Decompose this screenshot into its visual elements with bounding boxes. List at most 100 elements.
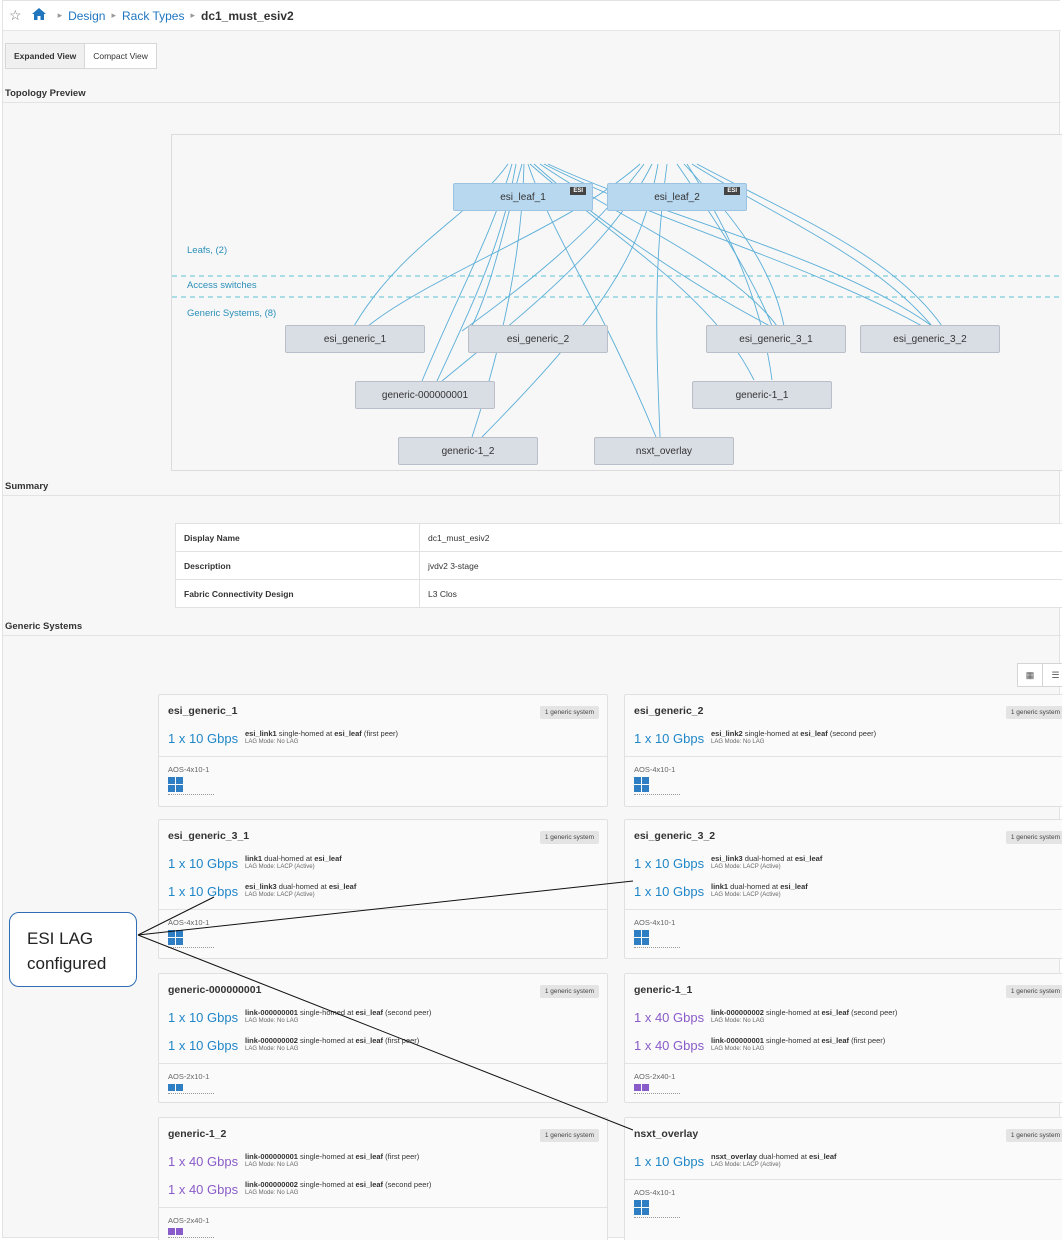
card-title: esi_generic_2 bbox=[634, 705, 704, 717]
chevron-right-icon: ▸ bbox=[111, 10, 116, 20]
generic-node[interactable]: esi_generic_3_1 bbox=[706, 325, 846, 353]
link-speed: 1 x 10 Gbps bbox=[168, 884, 239, 899]
link-homing: single-homed at bbox=[276, 729, 335, 738]
port-map-icon[interactable] bbox=[634, 930, 649, 945]
port-cell bbox=[168, 930, 175, 937]
port-cell bbox=[634, 785, 641, 792]
list-icon[interactable]: ☰ bbox=[1043, 663, 1062, 687]
port-cell bbox=[168, 938, 175, 945]
port-map-icon[interactable] bbox=[168, 777, 183, 792]
link-target: esi_leaf bbox=[355, 1008, 384, 1017]
leaf-node[interactable]: esi_leaf_1 ESI bbox=[453, 183, 593, 211]
link-speed: 1 x 10 Gbps bbox=[634, 884, 705, 899]
generic-node[interactable]: esi_generic_1 bbox=[285, 325, 425, 353]
link-target: esi_leaf bbox=[821, 1036, 850, 1045]
generic-node[interactable]: generic-1_2 bbox=[398, 437, 538, 465]
view-toggle: ▦ ☰ bbox=[1017, 663, 1062, 687]
card-footer: AOS-4x10-1 bbox=[625, 756, 1062, 801]
leaf-node[interactable]: esi_leaf_2 ESI bbox=[607, 183, 747, 211]
link-description: link-000000001 single-homed at esi_leaf … bbox=[245, 1008, 431, 1017]
card-footer: AOS-4x10-1 bbox=[159, 756, 607, 801]
grid-icon[interactable]: ▦ bbox=[1017, 663, 1043, 687]
port-cell bbox=[176, 930, 183, 937]
port-group-label: AOS-4x10-1 bbox=[634, 1188, 676, 1197]
card-title: esi_generic_3_1 bbox=[168, 830, 250, 842]
port-map-icon[interactable] bbox=[634, 777, 649, 792]
view-tabs: Expanded View Compact View bbox=[5, 43, 157, 69]
port-group-label: AOS-2x40-1 bbox=[168, 1216, 210, 1225]
port-cell bbox=[634, 1208, 641, 1215]
summary-key: Fabric Connectivity Design bbox=[175, 579, 420, 608]
link-speed: 1 x 40 Gbps bbox=[634, 1010, 705, 1025]
card-title: esi_generic_3_2 bbox=[634, 830, 716, 842]
link-description: esi_link2 single-homed at esi_leaf (seco… bbox=[711, 729, 876, 738]
chevron-right-icon: ▸ bbox=[190, 10, 195, 20]
link-homing: dual-homed at bbox=[756, 1152, 809, 1161]
port-group-label: AOS-2x10-1 bbox=[168, 1072, 210, 1081]
port-cell bbox=[642, 785, 649, 792]
port-map-icon[interactable] bbox=[634, 1200, 649, 1215]
link-peer: (second peer) bbox=[827, 729, 877, 738]
generic-node[interactable]: nsxt_overlay bbox=[594, 437, 734, 465]
link-homing: single-homed at bbox=[763, 1036, 822, 1045]
card-title: nsxt_overlay bbox=[634, 1128, 699, 1140]
port-map-icon[interactable] bbox=[168, 930, 183, 945]
esi-lag-callout: ESI LAG configured bbox=[9, 912, 137, 987]
card-title: esi_generic_1 bbox=[168, 705, 238, 717]
generic-node[interactable]: esi_generic_3_2 bbox=[860, 325, 1000, 353]
tab-expanded-view[interactable]: Expanded View bbox=[5, 43, 86, 69]
divider bbox=[168, 947, 214, 948]
link-peer: (second peer) bbox=[849, 1008, 898, 1017]
port-map-icon[interactable] bbox=[168, 1228, 183, 1235]
star-icon[interactable]: ☆ bbox=[9, 7, 22, 23]
port-cell bbox=[176, 1228, 183, 1235]
port-map-icon[interactable] bbox=[168, 1084, 183, 1091]
link-target: esi_leaf bbox=[809, 1152, 837, 1161]
link-description: link-000000002 single-homed at esi_leaf … bbox=[711, 1008, 897, 1017]
link-target: esi_leaf bbox=[314, 854, 342, 863]
link-homing: dual-homed at bbox=[262, 854, 315, 863]
breadcrumb-rack-types-link[interactable]: Rack Types bbox=[121, 8, 185, 23]
home-icon[interactable] bbox=[31, 8, 46, 23]
generic-node[interactable]: generic-1_1 bbox=[692, 381, 832, 409]
count-badge: 1 generic system bbox=[539, 831, 599, 844]
esi-badge: ESI bbox=[570, 187, 586, 195]
port-map-icon[interactable] bbox=[634, 1084, 649, 1091]
breadcrumb-design-link[interactable]: Design bbox=[68, 8, 106, 23]
port-cell bbox=[176, 785, 183, 792]
generic-node[interactable]: generic-000000001 bbox=[355, 381, 495, 409]
port-cell bbox=[168, 777, 175, 784]
lag-mode: LAG Mode: LACP (Active) bbox=[711, 892, 781, 898]
link-homing: single-homed at bbox=[297, 1152, 356, 1161]
breadcrumb: ☆ ▸ Design ▸ Rack Types ▸ dc1_must_esiv2 bbox=[3, 1, 1061, 31]
link-target: esi_leaf bbox=[328, 882, 357, 891]
tab-compact-view[interactable]: Compact View bbox=[85, 43, 157, 69]
link-name: esi_link3 bbox=[245, 882, 277, 891]
generic-system-card[interactable]: esi_generic_3_1 1 generic system 1 x 10 Gb… bbox=[158, 819, 608, 959]
link-peer: (second peer) bbox=[383, 1180, 432, 1189]
summary-value: dc1_must_esiv2 bbox=[419, 523, 1062, 552]
generic-node[interactable]: esi_generic_2 bbox=[468, 325, 608, 353]
card-footer: AOS-2x40-1 bbox=[159, 1207, 607, 1240]
link-speed: 1 x 10 Gbps bbox=[168, 856, 239, 871]
